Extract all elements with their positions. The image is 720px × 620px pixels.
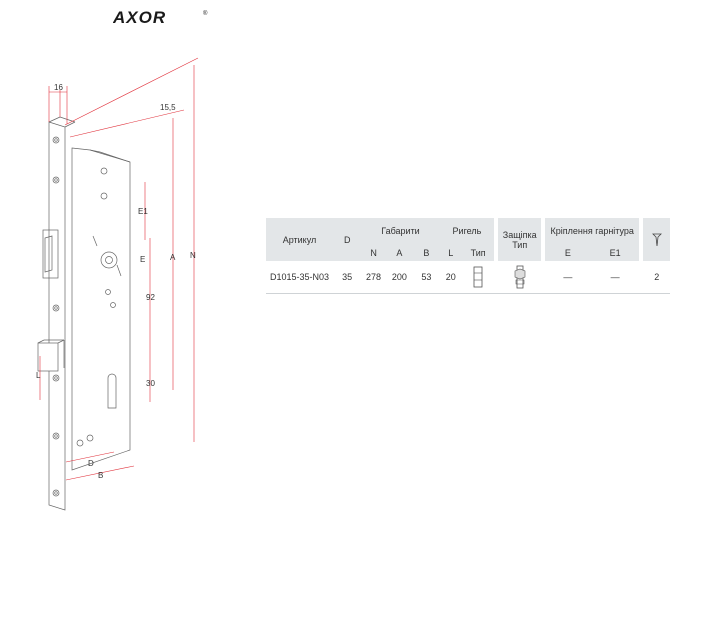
deadbolt-icon [473,266,483,288]
cell-article: D1015-35-N03 [266,261,333,294]
dim-n: N [190,251,196,260]
cell-d: 35 [332,261,362,294]
cell-latch-type [498,261,542,294]
cell-e1: — [590,261,640,294]
cell-screws: 2 [643,261,670,294]
dim-e1: E1 [138,207,148,216]
header-d: D [332,218,362,261]
header-latch-line1: Защіпка [502,229,537,240]
header-fittings: Кріплення гарнітура [545,218,640,244]
latch-icon [514,265,526,289]
header-screw [643,218,670,261]
cell-e: — [545,261,591,294]
header-b: B [413,244,440,261]
table-row: D1015-35-N03 35 278 200 53 20 [266,261,670,294]
header-e1: E1 [590,244,640,261]
dim-l: L [36,371,41,380]
dim-30: 30 [146,379,155,388]
header-latch-line2: Тип [512,239,528,250]
screw-icon [651,233,662,246]
header-n: N [361,244,386,261]
lock-technical-drawing: 16 15,5 E1 E 92 30 A N L D B [0,0,260,615]
header-a: A [385,244,414,261]
registered-mark: ® [203,10,208,17]
cell-bolt-type [461,261,495,294]
dim-depth: 15,5 [160,103,176,112]
header-bolt: Ригель [439,218,495,244]
brand-logo: AXOR ® [113,8,213,28]
header-bolt-type: Тип [461,244,495,261]
dim-a: A [170,253,176,262]
header-l: L [439,244,462,261]
cell-b: 53 [413,261,440,294]
header-dimensions: Габарити [361,218,440,244]
dim-b: B [98,471,103,480]
cell-l: 20 [439,261,462,294]
cell-n: 278 [361,261,386,294]
dim-front-width: 16 [54,83,63,92]
dim-92: 92 [146,293,155,302]
header-article: Артикул [266,218,333,261]
logo-text: AXOR [113,8,166,27]
cell-a: 200 [385,261,414,294]
dim-d: D [88,459,94,468]
header-e: E [545,244,591,261]
dim-e: E [140,255,145,264]
